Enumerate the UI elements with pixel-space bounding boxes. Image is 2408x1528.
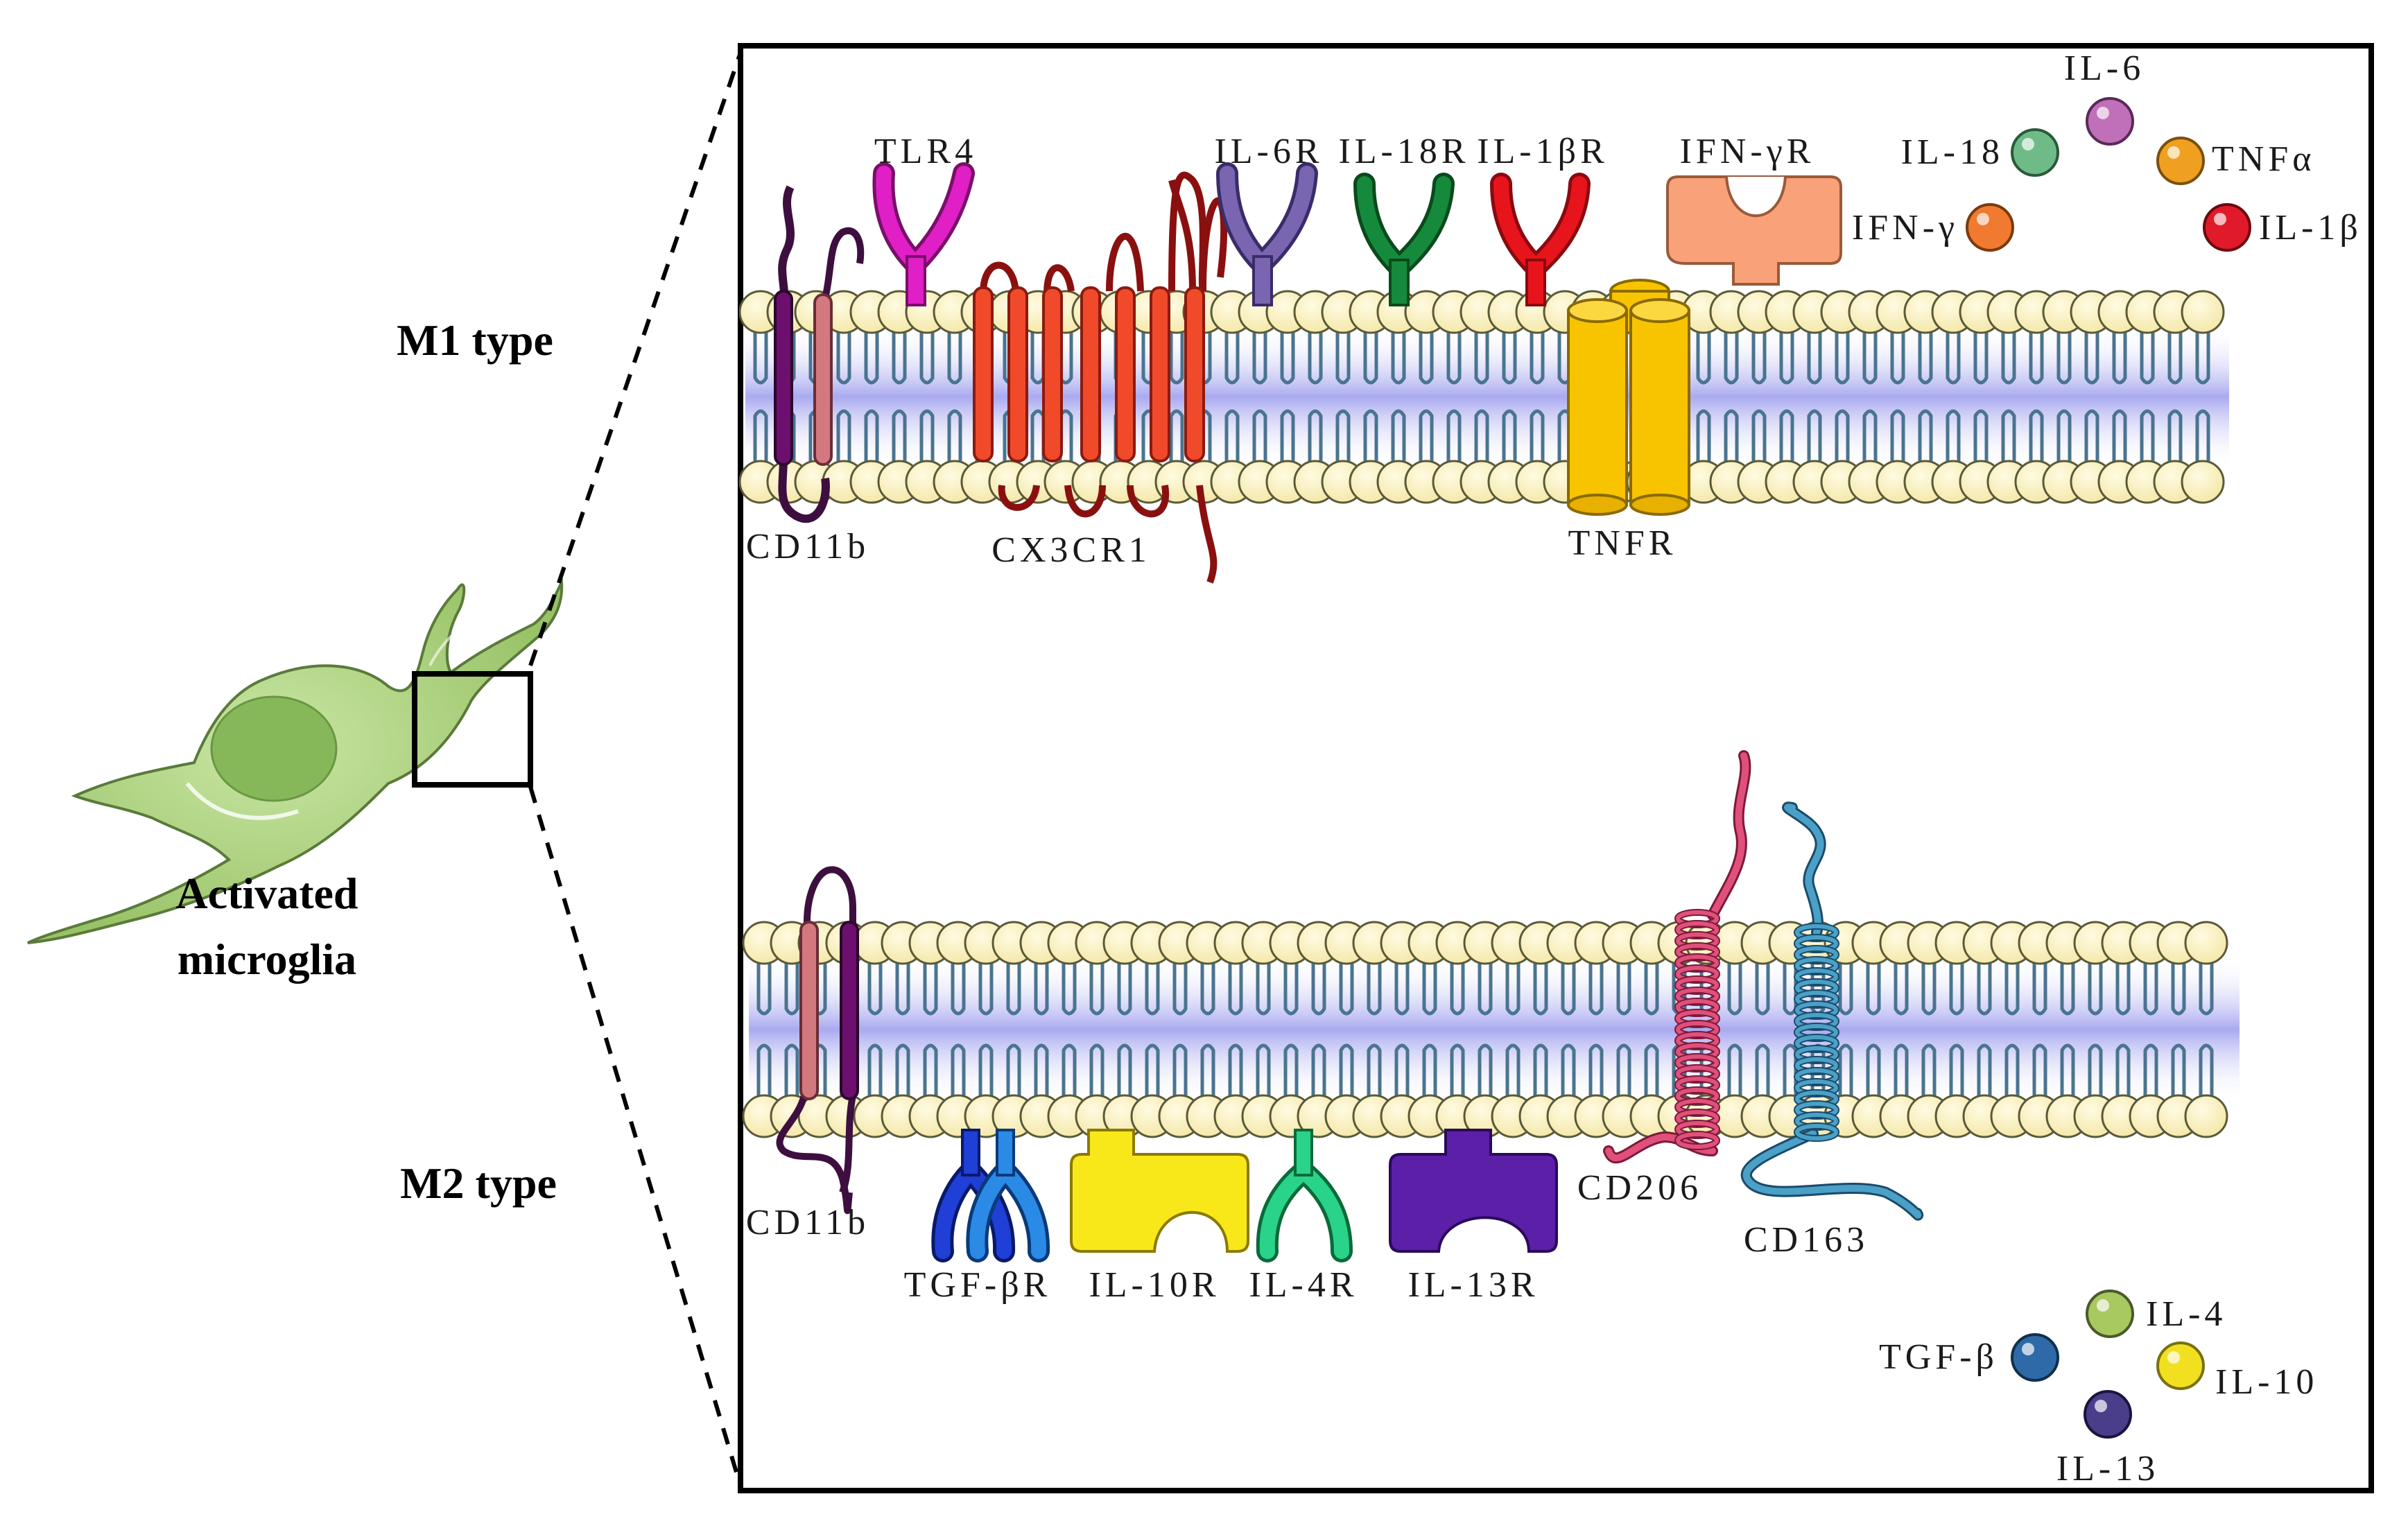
m2-il10r-label: IL-10R [1089,1265,1220,1305]
m2-cd206-receptor [1603,750,1751,1164]
m2-cd163-receptor [1740,801,1924,1221]
m2-lipid-head-outer [2184,921,2228,965]
m1-title: M1 type [397,315,553,365]
m1-cd11b-receptor [774,185,865,523]
m1-il1br-label: IL-1βR [1477,132,1609,171]
m2-cytokines [2011,1290,2205,1439]
microglia-nucleus [210,695,338,802]
m2-cd11b-label: CD11b [746,1203,869,1242]
m2-tgfb-label: TGF-β [1879,1337,1998,1377]
m2-tgfbr-label: TGF-βR [904,1265,1052,1305]
m1-il18r-receptor [1353,173,1455,306]
m1-il6r-receptor [1216,162,1318,306]
m2-il10-molecule [2156,1342,2205,1390]
m2-tgfbr-receptor [931,1129,1050,1262]
m1-il18-molecule [2011,128,2059,177]
m2-il10-label: IL-10 [2215,1362,2318,1402]
m1-tnfr-receptor [1567,279,1690,516]
m1-ifng-label: IFN-γ [1852,208,1959,248]
m1-il6-label: IL-6 [2064,49,2145,88]
zoom-region-box [412,671,533,788]
m1-cx3cr1-label: CX3CR1 [991,530,1151,570]
m2-cd163-label: CD163 [1744,1220,1869,1260]
m1-lipid-head-inner [2181,460,2225,504]
m1-il6-molecule [2086,97,2134,146]
m1-cd11b-label: CD11b [746,527,869,566]
m1-il18-label: IL-18 [1901,132,2004,172]
m1-tnfa-molecule [2156,137,2205,185]
m2-il13-label: IL-13 [2056,1449,2159,1488]
m2-cd206-label: CD206 [1577,1168,1702,1208]
m1-il6r-label: IL-6R [1214,132,1323,171]
m1-tlr4-label: TLR4 [874,132,977,171]
m1-ifng-molecule [1966,203,2014,252]
m2-il13-molecule [2084,1390,2132,1439]
m1-il1b-label: IL-1β [2259,208,2362,248]
m2-il4r-receptor [1256,1129,1353,1262]
m2-lipid-head-inner [2184,1094,2228,1138]
m1-cytokines [1966,97,2251,252]
m1-il1b-molecule [2203,203,2251,252]
m1-lipid-head-outer [2181,290,2225,334]
m1-ifngr-label: IFN-γR [1680,132,1815,171]
m1-cx3cr1-receptor [973,171,1228,584]
m2-tgfb-molecule [2011,1333,2059,1382]
zoom-line-bottom [528,786,744,1491]
m2-il10r-receptor [1070,1129,1249,1253]
m2-title: M2 type [400,1158,557,1208]
zoom-line-top [528,48,744,666]
m1-ifngr-receptor [1666,175,1842,286]
m2-il13r-label: IL-13R [1407,1265,1539,1305]
microglia-label-line2: microglia [177,935,356,984]
m1-tlr4-receptor [872,162,975,306]
m1-tnfa-label: TNFα [2212,139,2315,179]
m1-tnfr-label: TNFR [1568,523,1677,563]
m2-il4-molecule [2086,1290,2134,1338]
m2-il13r-receptor [1389,1129,1558,1253]
m2-membrane [742,921,2240,1138]
m2-il4-label: IL-4 [2146,1294,2226,1334]
m1-il1br-receptor [1490,173,1591,306]
microglia-label-line1: Activated [175,869,358,918]
m2-il4r-label: IL-4R [1249,1265,1358,1305]
m1-il18r-label: IL-18R [1338,132,1469,171]
m1-membrane [738,290,2229,504]
m2-cd11b-receptor [776,866,859,1214]
